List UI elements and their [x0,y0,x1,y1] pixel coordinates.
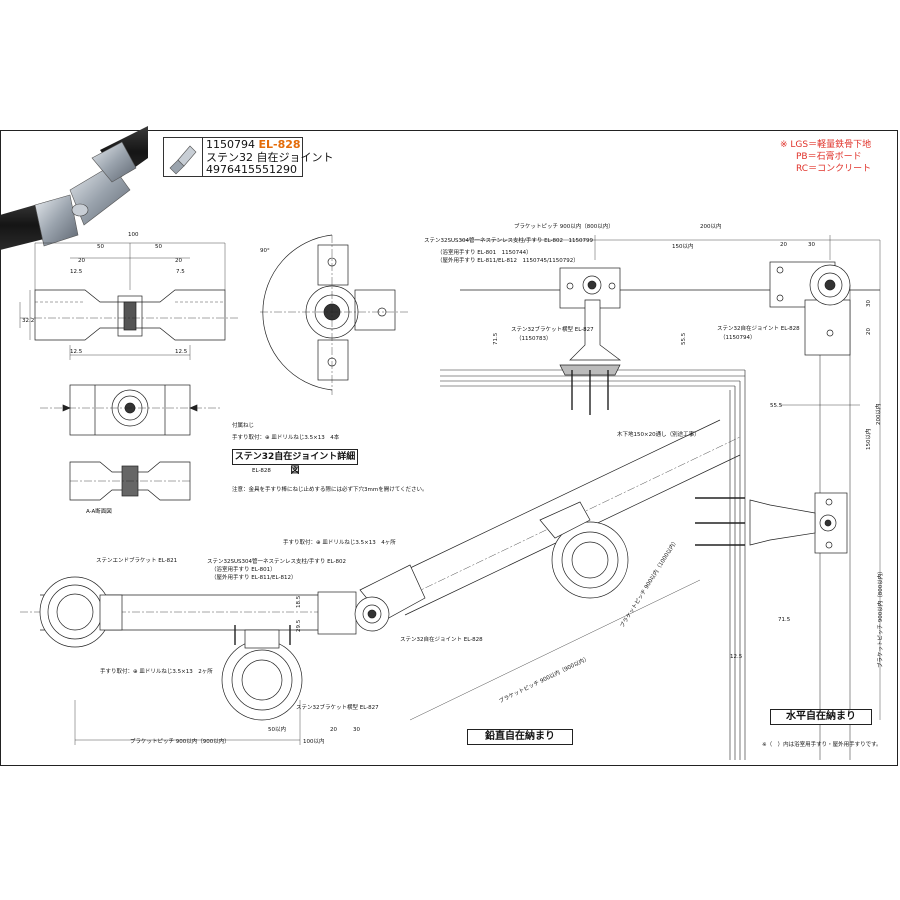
dim-20b: 20 [175,258,182,264]
legend-rc: RC＝コンクリート [796,164,872,174]
dim-pitch-top: ブラケットピッチ 900以内（800以内） [514,222,614,230]
product-name: ステン32 自在ジョイント [206,150,334,164]
legend-pb: PB＝石膏ボード [796,152,862,162]
product-text: 1150794 EL-828 ステン32 自在ジョイント 49764155512… [206,138,334,177]
dim-55-5: 55.5 [770,403,783,409]
dim-12-5a: 12.5 [70,269,83,275]
dim-20-side: 20 [866,328,872,335]
h-rail-label-1: ステン32SUS304管一ネステンレス支柱/手すり EL-802 1150799 [424,238,594,244]
vertical-joint [317,564,426,635]
dim-150in-top: 150以内 [672,242,694,250]
h-joint-label: ステン32自在ジョイント EL-828 [717,326,800,332]
vertical-bracket-2 [539,501,629,599]
product-number: 1150794 [206,138,255,151]
detail-top-view [40,384,220,436]
dim-pitch-diag: ブラケットピッチ 900以内（900以内） [497,654,590,705]
product-jan: 4976415551290 [206,163,297,176]
v-rail-label-3: （屋外用手すり EL-811/EL-812） [211,575,297,581]
dim-100: 100 [128,232,139,238]
v-screw-bottom: 手すり取付：⊕ 皿ドリルねじ3.5×13 2ヶ所 [100,669,213,675]
h-bracket-code: （1150783） [516,336,552,342]
detail-title: ステン32自在ジョイント詳細図 [232,449,358,476]
dim-100in: 100以内 [303,737,325,745]
legend-lgs: ※ LGS＝軽量鉄骨下地 [780,140,872,150]
dim-7-5: 7.5 [176,269,185,275]
dim-12-5: 12.5 [730,654,743,660]
dim-71-5: 71.5 [778,617,791,623]
horizontal-bracket-top [559,267,622,415]
dim-30-bot: 30 [353,727,360,733]
dim-12-5c: 12.5 [70,349,83,355]
horizontal-wall-lines [440,235,881,760]
dim-pitch-right: ブラケットピッチ 900以内（800以内） [876,568,884,668]
drawing-sheet [0,130,898,766]
dim-12-5b: 12.5 [175,349,188,355]
dim-32-2a: 32.2 [22,318,34,324]
dim-pitch-bottom: ブラケットピッチ 900以内（900以内） [130,737,230,745]
dim-20-bot: 20 [330,727,337,733]
dim-30-top: 30 [808,242,815,248]
v-end-bracket: ステンエンドブラケット EL-821 [96,558,178,564]
vertical-bracket-1 [221,625,303,721]
dimension-labels: 100 50 50 20 20 12.5 12.5 12.5 7.5 32.2 … [22,222,815,745]
dim-50a: 50 [97,244,104,250]
dim-150in-side: 150以内 [864,429,872,451]
dim-90: 90° [260,248,270,254]
caution-note: 注意：金具を手すり棒にねじ止めする際には必ず下穴3mmを開けてください。 [232,487,428,493]
h-bracket-label: ステン32ブラケット横型 EL-827 [511,327,594,333]
v-joint-label: ステン32自在ジョイント EL-828 [400,637,483,643]
v-rail-label-1: ステン32SUS304管一ネステンレス支柱/手すり EL-802 [207,559,347,565]
horizontal-joint-corner [769,261,851,356]
v-bracket-label: ステン32ブラケット横型 EL-827 [296,705,379,711]
dim-200in-side: 200以内 [874,404,882,426]
dim-20-top: 20 [780,242,787,248]
abbreviation-legend: ※ LGS＝軽量鉄骨下地 PB＝石膏ボード RC＝コンクリート [780,139,871,175]
dim-20a: 20 [78,258,85,264]
vertical-end-bracket [39,576,123,648]
product-code: EL-828 [258,138,301,151]
screw-note-1: 付属ねじ [232,423,255,429]
dim-18-5: 18.5 [296,595,302,608]
product-info-box: 1150794 EL-828 ステン32 自在ジョイント 49764155512… [163,137,334,177]
dim-71-5a: 71.5 [493,332,499,345]
dim-29-5: 29.5 [296,619,302,632]
joint-product-icon [164,138,203,176]
dim-200in-top: 200以内 [700,222,722,230]
section-label: A-A断面図 [86,507,112,515]
detail-front-view [19,242,240,360]
dim-30-side: 30 [866,300,872,307]
detail-section-view [69,461,191,501]
footnote: ※（ ）内は浴室用手すり・屋外用手すりです。 [762,742,882,748]
h-wood-label: 木下地150×20通し（別途工事） [617,432,700,438]
detail-side-view [260,234,410,395]
horizontal-bracket-side [695,492,848,554]
horizontal-title: 水平自在納まり [770,709,872,725]
h-rail-label-3: （屋外用手すり EL-811/EL-812 1150745/1150792） [437,258,579,264]
dim-50in: 50以内 [268,725,286,733]
v-rail-label-2: （浴室用手すり EL-801） [211,567,276,573]
dim-50b: 50 [155,244,162,250]
detail-subtitle: EL-828 [252,468,271,474]
product-photo [0,126,148,250]
h-joint-code: （1150794） [720,335,756,341]
screw-note-2: 手すり取付：⊕ 皿ドリルねじ3.5×13 4本 [232,435,340,441]
h-rail-label-2: （浴室用手すり EL-801 1150744） [437,250,532,256]
vertical-title: 鉛直自在納まり [467,729,573,745]
v-screw-top: 手すり取付：⊕ 皿ドリルねじ3.5×13 4ヶ所 [283,540,396,546]
dim-55-5a: 55.5 [681,332,687,345]
